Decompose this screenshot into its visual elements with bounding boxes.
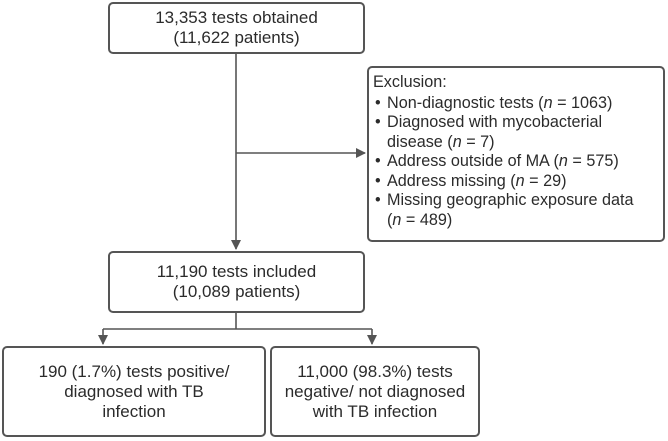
tests-included-box: 11,190 tests included (10,089 patients) <box>108 251 365 313</box>
negative-text-line3: with TB infection <box>312 401 438 421</box>
negative-text-line2: negative/ not diagnosed <box>284 381 466 401</box>
exclusion-item-line: Address missing (n = 29) <box>387 171 567 190</box>
tests-obtained-box: 13,353 tests obtained (11,622 patients) <box>108 2 365 54</box>
positive-text-line2: diagnosed with TB <box>64 381 204 401</box>
patients-obtained-text: (11,622 patients) <box>173 28 300 47</box>
positive-text-line1: 190 (1.7%) tests positive/ <box>38 361 230 381</box>
exclusion-item-missing-geo: Missing geographic exposure data (n = 48… <box>373 191 663 230</box>
tests-negative-box: 11,000 (98.3%) tests negative/ not diagn… <box>270 346 480 437</box>
exclusion-item-line: Non-diagnostic tests (n = 1063) <box>387 93 613 112</box>
tests-obtained-text: 13,353 tests obtained <box>155 8 318 27</box>
exclusion-item-outside-ma: Address outside of MA (n = 575) <box>373 152 663 172</box>
exclusion-item-line: disease (n = 7) <box>387 132 495 151</box>
tests-positive-box: 190 (1.7%) tests positive/ diagnosed wit… <box>2 346 266 437</box>
tests-included-text: 11,190 tests included <box>156 262 317 281</box>
exclusion-item-line: Missing geographic exposure data <box>387 191 634 209</box>
exclusion-item-line: (n = 489) <box>387 210 453 229</box>
exclusion-title: Exclusion: <box>373 73 447 91</box>
exclusion-item-mycobacterial: Diagnosed with mycobacterial disease (n … <box>373 113 663 152</box>
exclusion-item-line: Diagnosed with mycobacterial <box>387 113 603 131</box>
exclusion-list: Non-diagnostic tests (n = 1063) Diagnose… <box>373 94 663 231</box>
negative-text-line1: 11,000 (98.3%) tests <box>297 361 453 381</box>
positive-text-line3: infection <box>102 401 166 421</box>
exclusion-item-non-diagnostic: Non-diagnostic tests (n = 1063) <box>373 94 663 114</box>
patients-included-text: (10,089 patients) <box>172 282 301 301</box>
exclusion-item-line: Address outside of MA (n = 575) <box>387 152 619 170</box>
exclusion-box: Exclusion: Non-diagnostic tests (n = 106… <box>367 66 665 242</box>
exclusion-item-address-missing: Address missing (n = 29) <box>373 172 663 192</box>
